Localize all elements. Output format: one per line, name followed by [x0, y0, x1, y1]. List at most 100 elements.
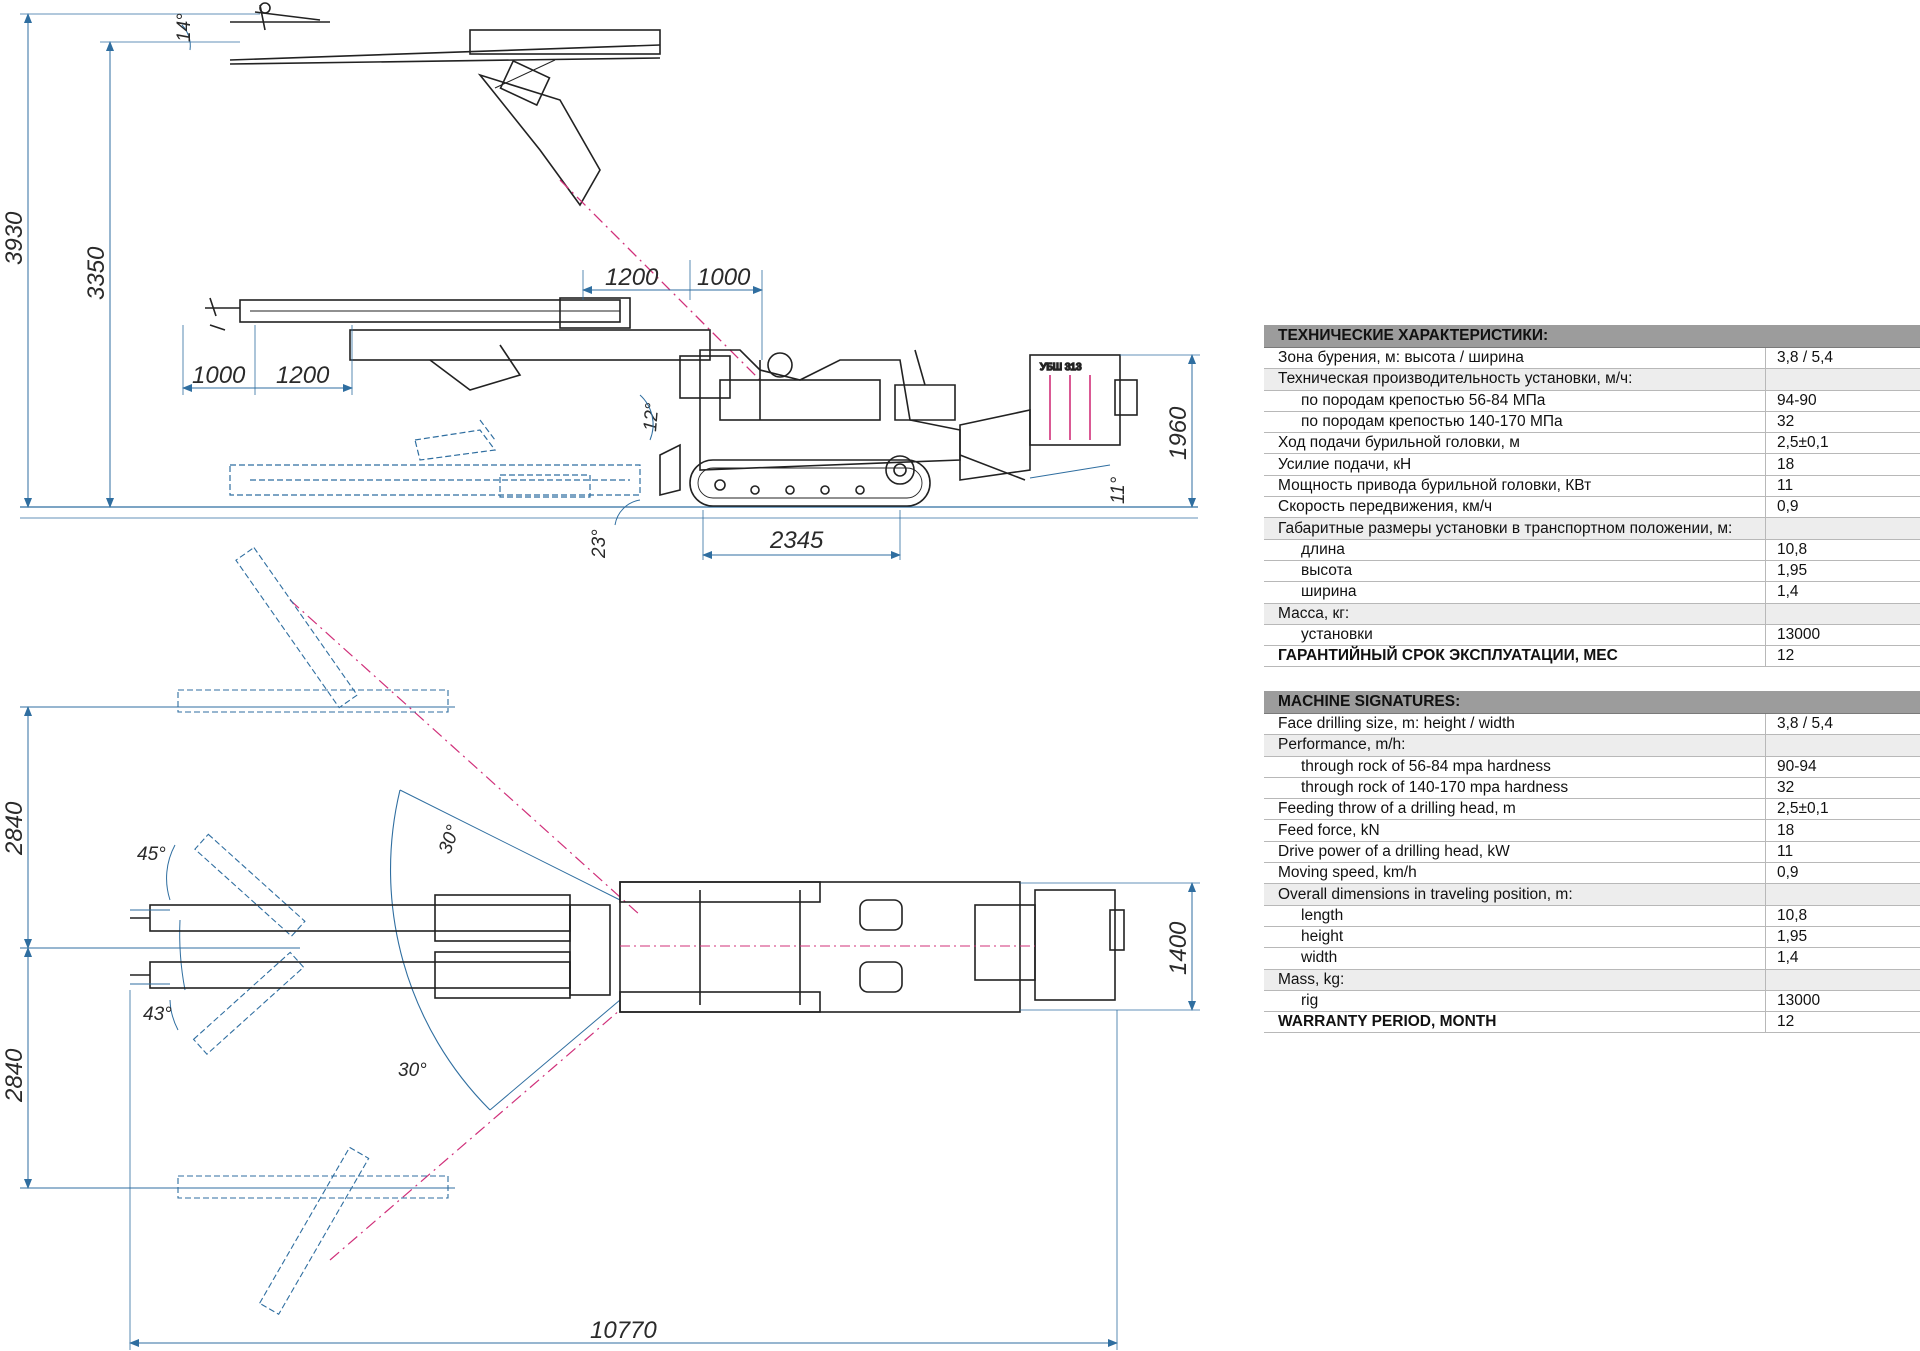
dim-2345: 2345 [769, 527, 824, 554]
spec-row-name: Скорость передвижения, км/ч [1264, 496, 1766, 519]
spec-row-name: Зона бурения, м: высота / ширина [1264, 347, 1766, 370]
dim-3350: 3350 [83, 246, 110, 300]
spec-row: Габаритные размеры установки в транспорт… [1264, 517, 1920, 540]
spec-row-value: 1,95 [1765, 560, 1920, 583]
spec-row-name: through rock of 140-170 mpa hardness [1264, 777, 1766, 800]
top-view: 2840 2840 30° 30° 45° 43° [1, 546, 1200, 1350]
length-10770-dimension: 10770 [129, 990, 1118, 1350]
spec-row-value: 90-94 [1765, 756, 1920, 778]
spec-row-name: Performance, m/h: [1264, 734, 1766, 757]
angle-11: 11° [1108, 476, 1129, 504]
spec-row-value: 32 [1765, 411, 1920, 434]
spec-row-name: length [1264, 905, 1766, 927]
spec-row-name: Техническая производительность установки… [1264, 368, 1766, 391]
spec-row-value: 10,8 [1765, 539, 1920, 561]
machine-plan [619, 881, 1125, 1013]
spec-table-ru-body: ТЕХНИЧЕСКИЕ ХАРАКТЕРИСТИКИ: Зона бурения… [1264, 325, 1920, 668]
spec-row-value: 0,9 [1765, 862, 1920, 885]
spec-row-value: 12 [1765, 1011, 1920, 1034]
spec-row-name: Мощность привода бурильной головки, КВт [1264, 475, 1766, 498]
spec-row-name: Масса, кг: [1264, 603, 1766, 625]
machine-plate-label: УБШ 313 [1040, 362, 1082, 373]
spec-row-value: 32 [1765, 777, 1920, 800]
spec-row-name: по породам крепостью 140-170 МПа [1264, 411, 1766, 434]
spec-row-value: 1,4 [1765, 581, 1920, 604]
width-1400-dimension: 1400 [1020, 882, 1200, 1011]
spec-row-value: 0,9 [1765, 496, 1920, 519]
spec-row-value: 12 [1765, 645, 1920, 668]
spec-row: Overall dimensions in traveling position… [1264, 883, 1920, 906]
spec-row-name: Drive power of a drilling head, kW [1264, 841, 1766, 864]
spec-row-value: 1,4 [1765, 947, 1920, 970]
spec-row-name: WARRANTY PERIOD, MONTH [1264, 1011, 1766, 1034]
height-1960-dimension: 1960 [1120, 354, 1200, 508]
angle-30-upper: 30° [435, 822, 465, 857]
height-3930-dimension: 3930 [1, 13, 260, 508]
dim-2840-lower: 2840 [1, 1048, 28, 1103]
spec-row-name: Feeding throw of a drilling head, m [1264, 798, 1766, 821]
spec-row-value: 11 [1765, 841, 1920, 864]
lowered-boom [229, 419, 641, 498]
technical-drawing: 3930 3350 14° [1, 2, 1200, 1350]
spec-table-ru-title: ТЕХНИЧЕСКИЕ ХАРАКТЕРИСТИКИ: [1264, 325, 1920, 348]
spec-row-name: Mass, kg: [1264, 969, 1766, 991]
feed-dimensions-left: 1000 1200 [182, 325, 353, 395]
width-2840-lower-dimension: 2840 [1, 947, 32, 1189]
spec-table-en-body: MACHINE SIGNATURES: Face drilling size, … [1264, 691, 1920, 1034]
dim-1200-left: 1200 [276, 362, 330, 389]
spec-table-en: MACHINE SIGNATURES: Face drilling size, … [1264, 691, 1920, 1034]
dim-2840-upper: 2840 [1, 801, 28, 856]
raised-boom [229, 2, 661, 207]
spec-row-name: height [1264, 926, 1766, 949]
spec-row-name: Overall dimensions in traveling position… [1264, 883, 1766, 906]
working-feeds [130, 894, 611, 999]
spec-row: Performance, m/h: [1264, 734, 1920, 757]
spec-row-value [1765, 368, 1920, 391]
spec-row-value [1765, 517, 1920, 540]
boom-dimensions-top: 1200 1000 [582, 260, 763, 360]
dim-1200-top: 1200 [605, 264, 659, 291]
spec-row: Mass, kg: [1264, 969, 1920, 991]
dim-3930: 3930 [1, 211, 28, 265]
spec-row-value: 11 [1765, 475, 1920, 498]
spec-row-name: ГАРАНТИЙНЫЙ СРОК ЭКСПЛУАТАЦИИ, МЕС [1264, 645, 1766, 668]
spec-row-name: по породам крепостью 56-84 МПа [1264, 390, 1766, 412]
side-view: 3930 3350 14° [1, 2, 1200, 560]
spec-row-value [1765, 969, 1920, 991]
spec-row-name: высота [1264, 560, 1766, 583]
angle-43: 43° [143, 1004, 172, 1025]
spec-row-name: Габаритные размеры установки в транспорт… [1264, 517, 1766, 540]
spec-row-value: 3,8 / 5,4 [1765, 347, 1920, 370]
spec-row-name: Feed force, kN [1264, 819, 1766, 842]
spec-row-name: rig [1264, 990, 1766, 1013]
height-3350-dimension: 3350 [83, 41, 240, 508]
spec-row-value [1765, 883, 1920, 906]
dim-1960: 1960 [1165, 406, 1192, 460]
spec-row-value: 1,95 [1765, 926, 1920, 949]
spec-row-value: 10,8 [1765, 905, 1920, 927]
machine-body: УБШ 313 [659, 349, 1138, 497]
spec-row-value: 3,8 / 5,4 [1765, 713, 1920, 736]
width-2840-upper-dimension: 2840 [1, 706, 32, 949]
spec-row-name: Ход подачи бурильной головки, м [1264, 432, 1766, 455]
spec-row-name: Moving speed, km/h [1264, 862, 1766, 885]
spec-row-name: through rock of 56-84 mpa hardness [1264, 756, 1766, 778]
